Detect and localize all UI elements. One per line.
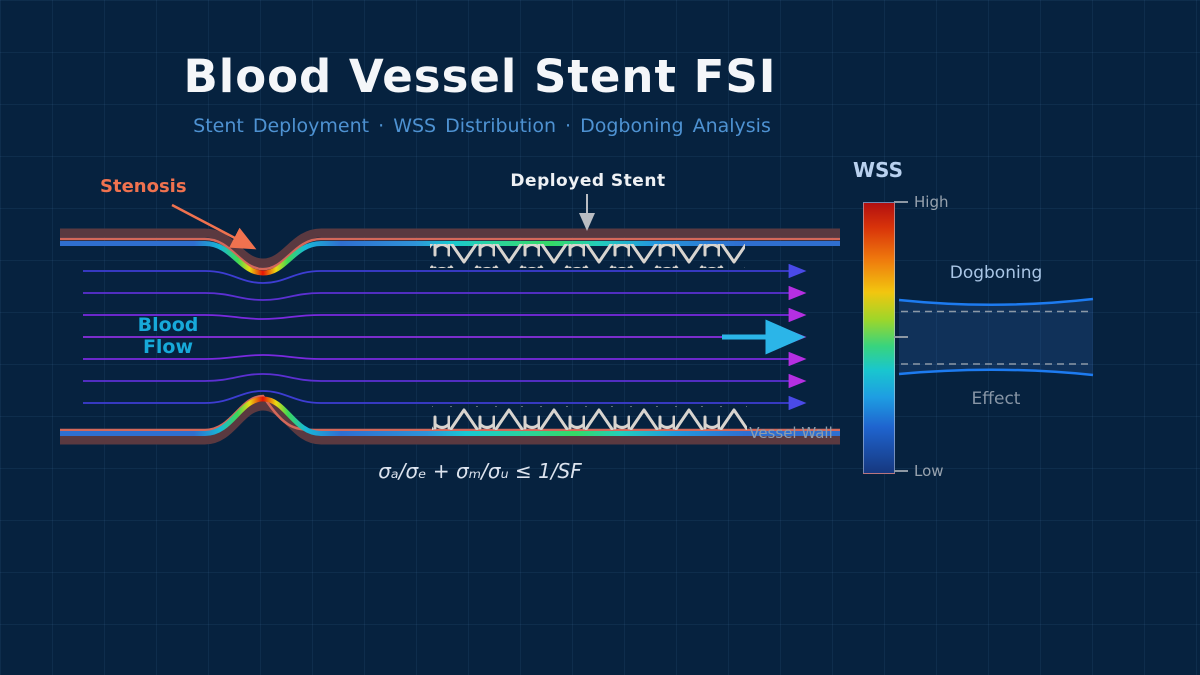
wss-colorbar [863,202,895,474]
streamlines [83,263,807,411]
stent-top [430,244,745,268]
streamline [83,285,807,301]
streamline [83,351,807,367]
effect-label: Effect [971,389,1021,409]
colorbar-tick-high [894,201,908,203]
wss-low-label: Low [914,462,944,480]
streamline [83,390,807,411]
blood-flow-label: Blood Flow [138,314,199,358]
wss-stripe-bottom [60,396,840,436]
blood-flow-line1: Blood [137,314,199,336]
streamline [83,373,807,389]
wall-band-bottom [60,401,840,445]
dogboning-label: Dogboning [949,263,1043,283]
vessel-wall-top [60,228,840,276]
wall-inner-line-top [60,237,840,271]
dogboning-outline-bottom [898,368,1094,377]
page-title: Blood Vessel Stent FSI [183,50,777,103]
vessel-wall-bottom [60,394,840,445]
stent-bottom [432,406,747,430]
colorbar-tick-low [894,470,908,472]
streamline [83,307,807,323]
wss-high-label: High [914,193,949,211]
dogboning-illustration [898,297,1094,377]
blood-flow-line2: Flow [142,336,194,358]
colorbar-tick-mid [894,336,908,338]
vessel-wall-label: Vessel Wall [749,424,833,442]
stress-safety-formula: σₐ/σₑ + σₘ/σᵤ ≤ 1/SF [378,459,582,483]
dogboning-outline-top [898,297,1094,306]
streamline [83,263,807,284]
stenosis-arrow [171,203,257,250]
dogboning-fill [899,299,1093,375]
page-subtitle: Stent Deployment · WSS Distribution · Do… [193,115,771,137]
deployed-stent-label: Deployed Stent [510,171,666,191]
stenosis-label: Stenosis [100,176,187,197]
wss-stripe-top [60,241,840,276]
wss-panel-title: WSS [853,158,903,182]
wall-band-top [60,228,840,268]
